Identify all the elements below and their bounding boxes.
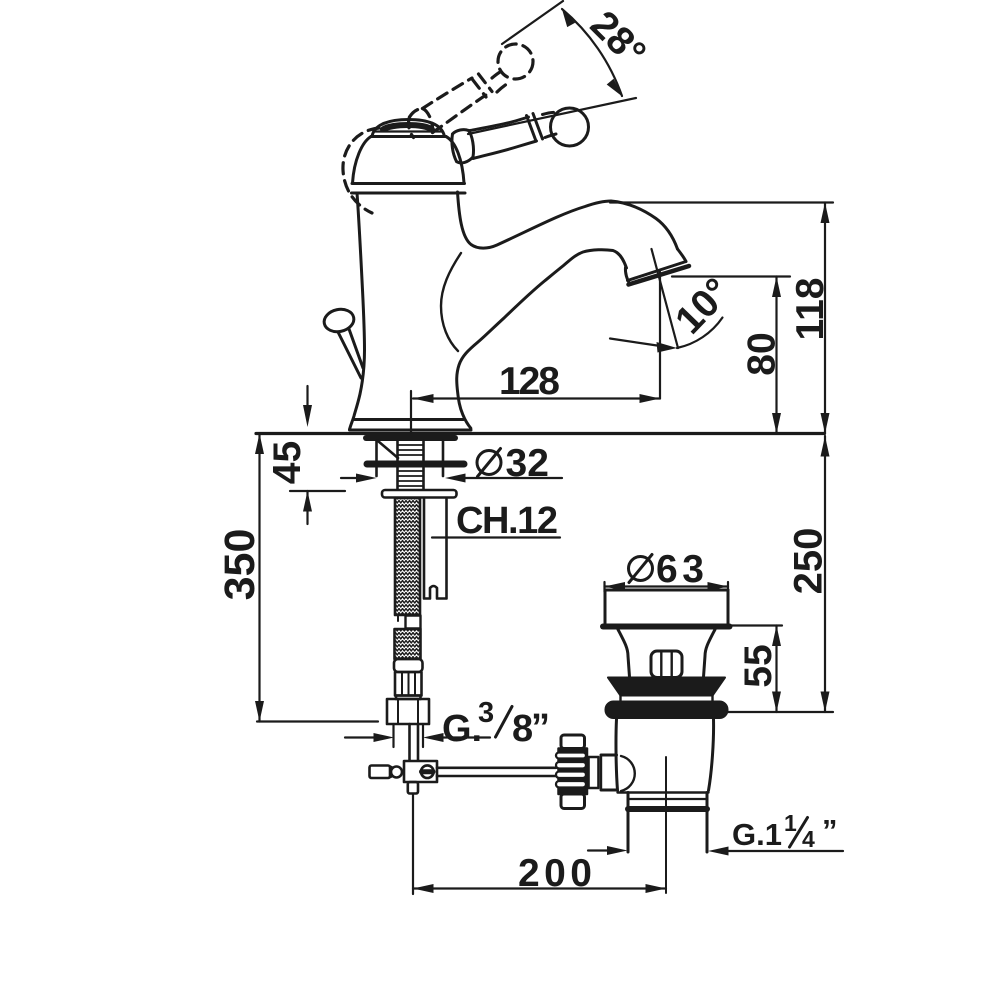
svg-text:28°: 28° [582,3,654,75]
svg-text:8: 8 [512,708,533,750]
svg-text:80: 80 [741,332,784,375]
svg-text:55: 55 [737,644,780,687]
svg-text:”: ” [822,813,838,848]
svg-text:1: 1 [784,810,797,836]
svg-text:350: 350 [216,529,264,601]
svg-text:200: 200 [518,852,592,895]
svg-text:45: 45 [266,441,309,484]
svg-text:63: 63 [656,548,704,591]
svg-text:G.1: G.1 [732,817,782,852]
svg-text:”: ” [531,707,550,749]
svg-text:3: 3 [478,697,494,729]
svg-text:G.: G. [442,708,482,750]
svg-text:32: 32 [506,442,549,485]
svg-text:118: 118 [789,278,832,341]
svg-text:4: 4 [802,826,815,852]
svg-text:128: 128 [499,360,560,403]
svg-text:10°: 10° [667,270,739,342]
svg-text:250: 250 [787,528,831,595]
svg-text:CH.12: CH.12 [456,500,558,542]
